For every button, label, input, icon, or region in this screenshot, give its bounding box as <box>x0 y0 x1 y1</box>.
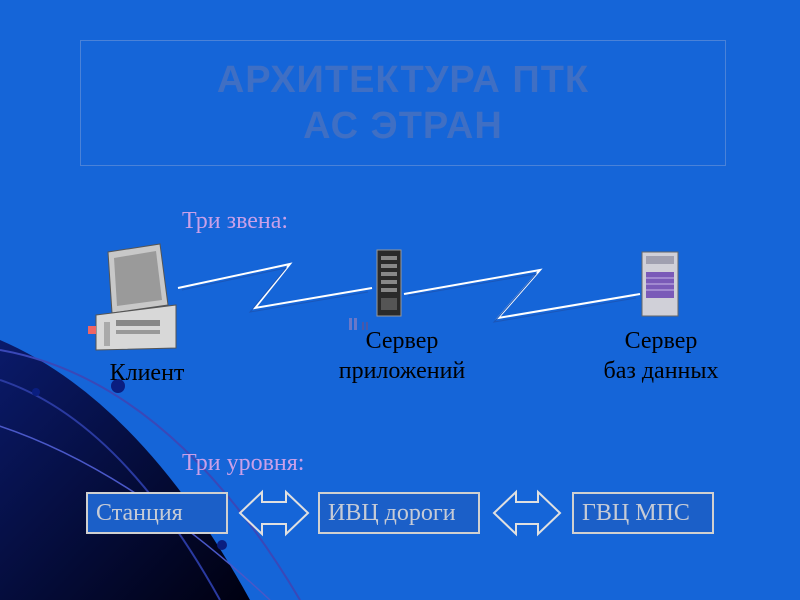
lightning-link-icon <box>177 262 373 313</box>
double-arrow-icon <box>492 489 562 537</box>
lightning-link-icon <box>403 268 641 323</box>
levels-heading: Три уровня: <box>182 450 305 476</box>
client-label-line-1: Клиент <box>109 360 185 386</box>
db-server-label-line-1: Сервер <box>624 328 698 354</box>
links-heading: Три звена: <box>182 208 289 234</box>
app-server-label-line-2: приложений <box>338 358 466 384</box>
level-box-road-center: ИВЦ дороги <box>318 492 480 534</box>
level-box-main-center: ГВЦ МПС <box>572 492 714 534</box>
double-arrow-icon <box>238 489 310 537</box>
database-server-icon <box>641 251 679 317</box>
client-label: Клиент <box>92 358 202 388</box>
app-server-label: Сервер приложений <box>322 326 482 386</box>
slide-title: АРХИТЕКТУРА ПТК АС ЭТРАН <box>80 40 726 166</box>
title-line-2: АС ЭТРАН <box>303 105 503 147</box>
tower-server-icon <box>349 249 402 330</box>
db-server-label: Сервер баз данных <box>586 326 736 386</box>
title-line-1: АРХИТЕКТУРА ПТК <box>216 59 590 101</box>
desktop-computer-icon <box>88 243 177 351</box>
level-box-station: Станция <box>86 492 228 534</box>
app-server-label-line-1: Сервер <box>365 328 439 354</box>
db-server-label-line-2: баз данных <box>603 358 719 384</box>
